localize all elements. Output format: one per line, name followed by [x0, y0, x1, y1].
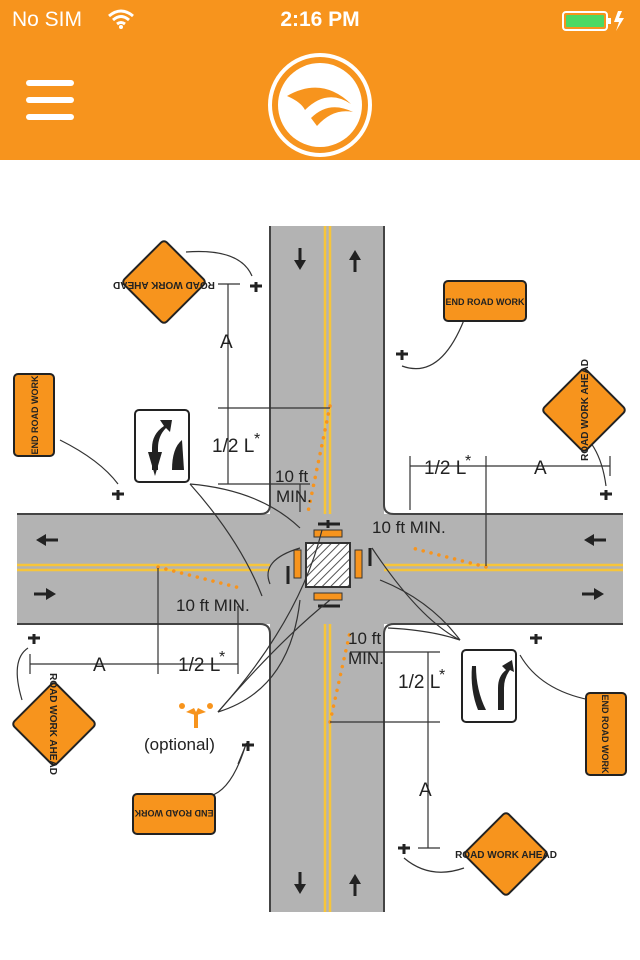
distance-a-label: A	[93, 655, 106, 676]
hamburger-menu-icon[interactable]	[26, 80, 78, 122]
sign-text: END ROAD WORK	[30, 375, 40, 454]
ontario-logo-icon[interactable]	[267, 52, 373, 158]
road-work-ahead-sign: ROAD WORK AHEAD	[455, 812, 557, 896]
optional-label: (optional)	[144, 735, 215, 754]
road-work-ahead-sign: ROAD WORK AHEAD	[542, 359, 626, 461]
asterisk-label: *	[439, 667, 445, 684]
lane-arrows	[34, 248, 606, 896]
distance-a-label: A	[534, 458, 547, 479]
sign-text: END ROAD WORK	[446, 297, 525, 307]
battery-icon	[562, 11, 624, 31]
arrow-right-icon	[34, 588, 56, 600]
dimension-labels: A 1/2 L * 10 ft MIN. 1/2 L * A 10 ft MIN…	[93, 332, 547, 801]
flagger-icon	[179, 703, 213, 728]
sign-text: ROAD WORK AHEAD	[455, 850, 557, 861]
wifi-icon	[108, 9, 134, 29]
traffic-control-diagram: A 1/2 L * 10 ft MIN. 1/2 L * A 10 ft MIN…	[12, 226, 627, 912]
distance-a-label: A	[220, 332, 233, 353]
end-road-work-sign: END ROAD WORK	[13, 373, 55, 457]
navigation-bar	[0, 40, 640, 160]
end-road-work-sign: END ROAD WORK	[585, 692, 627, 776]
asterisk-label: *	[254, 431, 260, 448]
end-road-work-sign: END ROAD WORK	[443, 280, 527, 322]
status-bar: No SIM 2:16 PM	[0, 0, 640, 40]
sign-text: END ROAD WORK	[600, 695, 610, 774]
arrow-left-icon	[584, 534, 606, 546]
sign-text: ROAD WORK AHEAD	[47, 673, 58, 775]
sign-text: ROAD WORK AHEAD	[580, 359, 591, 461]
sign-text: END ROAD WORK	[134, 808, 213, 818]
asterisk-label: *	[465, 453, 471, 470]
sign-post-markers	[28, 282, 612, 854]
sign-text: ROAD WORK AHEAD	[113, 279, 215, 290]
arrow-down-icon	[294, 872, 306, 894]
road-work-ahead-sign: ROAD WORK AHEAD	[113, 240, 215, 324]
distance-a-label: A	[419, 780, 432, 801]
asterisk-label: *	[219, 649, 225, 666]
arrow-up-icon	[349, 874, 361, 896]
min-label: MIN.	[276, 487, 312, 506]
half-l-label: 1/2 L	[398, 672, 440, 693]
lane-shift-right-sign-icon	[461, 649, 517, 723]
end-road-work-sign: END ROAD WORK	[132, 793, 216, 835]
half-l-label: 1/2 L	[178, 655, 220, 676]
taper-dots	[156, 404, 488, 724]
connector-lines	[16, 250, 607, 873]
ten-ft-min-label: 10 ft MIN.	[176, 596, 250, 615]
lane-shift-left-sign-icon	[134, 409, 190, 483]
ten-ft-min-label: 10 ft MIN.	[372, 518, 446, 537]
arrow-left-icon	[36, 534, 58, 546]
status-time: 2:16 PM	[280, 8, 360, 31]
work-area	[286, 520, 372, 608]
min-label: MIN.	[348, 649, 384, 668]
half-l-label: 1/2 L	[424, 458, 466, 479]
arrow-up-icon	[349, 250, 361, 272]
carrier-label: No SIM	[12, 8, 83, 31]
road-work-ahead-sign: ROAD WORK AHEAD	[12, 673, 96, 775]
arrow-right-icon	[582, 588, 604, 600]
arrow-down-icon	[294, 248, 306, 270]
half-l-label: 1/2 L	[212, 436, 254, 457]
ten-ft-label: 10 ft	[348, 629, 381, 648]
ten-ft-label: 10 ft	[275, 467, 308, 486]
dimension-lines	[29, 283, 611, 849]
